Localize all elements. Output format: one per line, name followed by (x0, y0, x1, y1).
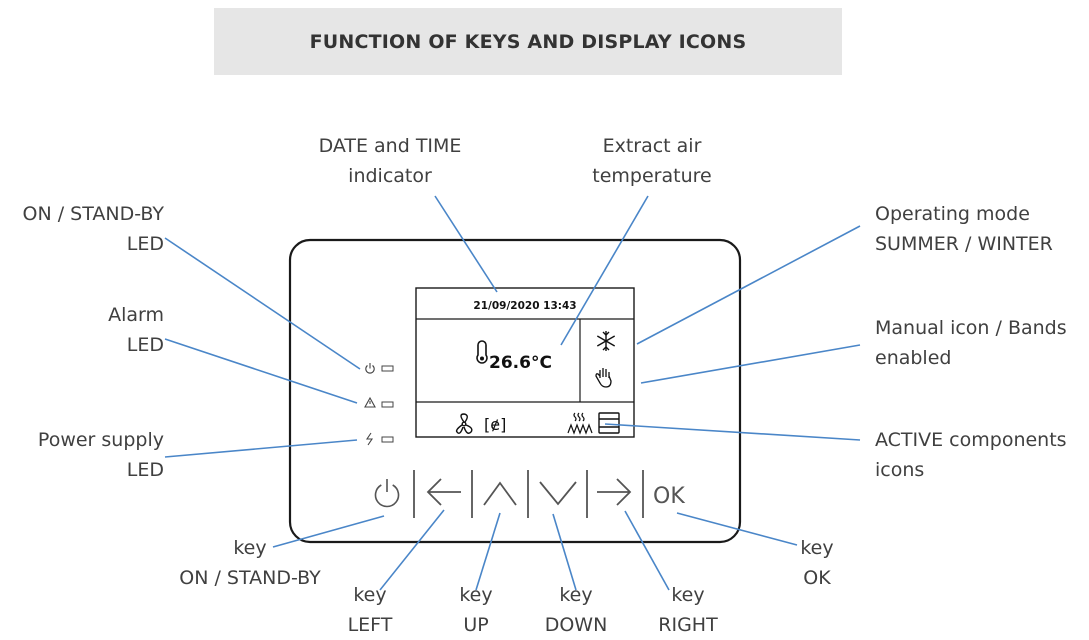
label-key-on-standby-line2: ON / STAND-BY (179, 567, 321, 589)
label-extract-air-line1: Extract air (602, 135, 702, 157)
leader-on-standby-led (164, 237, 361, 370)
up-key[interactable] (483, 481, 517, 506)
left-key[interactable] (426, 478, 461, 506)
label-power-led-line1: Power supply (37, 429, 164, 451)
label-operating-mode: Operating mode SUMMER / WINTER (875, 199, 1089, 259)
led-alarm (364, 396, 394, 408)
led-on-standby-lamp (381, 365, 394, 372)
label-active-components: ACTIVE components icons (875, 425, 1089, 485)
label-key-down-line2: DOWN (544, 614, 608, 636)
damper-icon (598, 412, 620, 434)
display-temperature: 26.6°C (489, 353, 552, 373)
arrow-down-icon (539, 481, 577, 506)
label-key-left-line2: LEFT (347, 614, 393, 636)
label-key-ok-line2: OK (803, 567, 831, 589)
label-manual-icon-line2: enabled (875, 347, 952, 369)
label-manual-icon-line1: Manual icon / Bands (875, 317, 1067, 339)
label-key-on-standby-line1: key (233, 537, 267, 559)
arrow-up-icon (483, 481, 517, 506)
label-key-left: key LEFT (330, 580, 410, 640)
label-key-ok-line1: key (800, 537, 834, 559)
label-manual-icon: Manual icon / Bands enabled (875, 313, 1089, 373)
label-key-up: key UP (436, 580, 516, 640)
label-key-down: key DOWN (536, 580, 616, 640)
hand-icon (595, 368, 612, 388)
right-key[interactable] (597, 478, 632, 506)
label-key-right: key RIGHT (643, 580, 733, 640)
label-date-time-line1: DATE and TIME (318, 135, 462, 157)
label-on-standby-led-line1: ON / STAND-BY (22, 203, 164, 225)
label-operating-mode-line2: SUMMER / WINTER (875, 233, 1053, 255)
label-power-led: Power supply LED (0, 425, 164, 485)
leader-active-components (604, 423, 861, 441)
leader-key-right (624, 510, 670, 591)
label-key-up-line1: key (459, 584, 493, 606)
leader-key-left (379, 509, 445, 591)
label-date-time-line2: indicator (348, 165, 432, 187)
label-extract-air-line2: temperature (592, 165, 712, 187)
label-key-on-standby: key ON / STAND-BY (160, 533, 340, 593)
leader-date-time (434, 195, 498, 293)
led-power-lamp (381, 436, 394, 443)
label-date-time: DATE and TIME indicator (280, 131, 500, 191)
fan-bracket-icon: [ɇ] (484, 415, 506, 434)
arrow-left-icon (426, 478, 461, 506)
ok-key[interactable]: OK (653, 484, 685, 509)
power-key-icon (374, 484, 400, 508)
label-key-right-line2: RIGHT (658, 614, 718, 636)
label-on-standby-led-line2: LED (126, 233, 164, 255)
leader-extract-air (560, 195, 649, 346)
label-alarm-led-line1: Alarm (108, 304, 164, 326)
led-power (365, 432, 394, 446)
label-power-led-line2: LED (126, 459, 164, 481)
thermometer-icon (476, 340, 488, 364)
label-alarm-led: Alarm LED (0, 300, 164, 360)
power-icon (365, 363, 375, 374)
label-extract-air: Extract air temperature (562, 131, 742, 191)
label-key-right-line1: key (671, 584, 705, 606)
leader-alarm-led (164, 338, 358, 404)
leader-power-led (164, 439, 358, 458)
lightning-icon (365, 432, 374, 446)
leader-manual-icon (640, 344, 861, 384)
leader-operating-mode (636, 225, 861, 345)
arrow-right-icon (597, 478, 632, 506)
device-outline (288, 238, 742, 544)
led-alarm-lamp (381, 401, 394, 408)
leader-key-down (552, 513, 577, 591)
led-on-standby (365, 363, 394, 374)
leader-key-ok (676, 512, 798, 546)
label-on-standby-led: ON / STAND-BY LED (0, 199, 164, 259)
label-operating-mode-line1: Operating mode (875, 203, 1030, 225)
display-datetime: 21/09/2020 13:43 (473, 300, 576, 312)
title-banner: FUNCTION OF KEYS AND DISPLAY ICONS (214, 8, 842, 75)
display-screen: 21/09/2020 13:43 26.6°C [ɇ] (415, 287, 635, 438)
leader-key-on-standby (272, 515, 385, 548)
label-alarm-led-line2: LED (126, 334, 164, 356)
display-frame (415, 287, 635, 438)
label-key-ok: key OK (777, 533, 857, 593)
label-active-components-line1: ACTIVE components (875, 429, 1067, 451)
label-active-components-line2: icons (875, 459, 925, 481)
label-key-up-line2: UP (463, 614, 489, 636)
label-key-left-line1: key (353, 584, 387, 606)
fan-icon (455, 413, 473, 434)
alarm-icon (364, 396, 376, 408)
leader-key-up (475, 512, 501, 591)
page-title: FUNCTION OF KEYS AND DISPLAY ICONS (309, 30, 747, 53)
leader-lines (164, 195, 861, 591)
heater-icon (567, 412, 593, 435)
on-standby-key[interactable] (374, 479, 400, 508)
snowflake-icon (596, 331, 616, 351)
label-key-down-line1: key (559, 584, 593, 606)
down-key[interactable] (539, 481, 577, 506)
ok-key-label: OK (653, 484, 685, 509)
